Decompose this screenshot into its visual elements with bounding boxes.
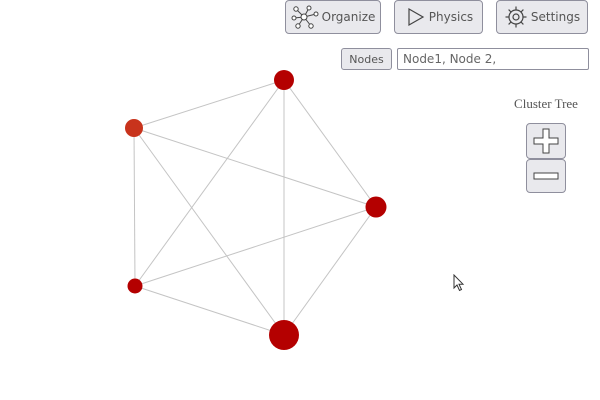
graph-edge (133, 127, 377, 208)
cluster-tree-title: Cluster Tree (514, 96, 578, 111)
graph-edges (133, 79, 377, 336)
nodes-search-input[interactable] (397, 48, 589, 70)
graph-edge (134, 206, 377, 287)
graph-edge (134, 79, 285, 287)
zoom-out-button[interactable] (526, 159, 566, 193)
network-icon (291, 5, 319, 29)
graph-node[interactable] (127, 278, 143, 294)
physics-button[interactable]: Physics (394, 0, 483, 34)
mouse-cursor-icon (453, 274, 465, 292)
plus-icon (533, 128, 559, 154)
graph-edge (283, 206, 377, 336)
graph-node[interactable] (269, 320, 299, 350)
play-icon (408, 7, 425, 27)
gear-icon (505, 6, 527, 28)
organize-label: Organize (321, 10, 376, 24)
settings-button[interactable]: Settings (496, 0, 588, 34)
organize-button[interactable]: Organize (285, 0, 381, 34)
graph-node[interactable] (274, 70, 294, 90)
graph-edge (133, 127, 136, 287)
physics-label: Physics (428, 10, 474, 24)
minus-icon (533, 172, 559, 180)
graph-edge (133, 127, 285, 336)
zoom-in-button[interactable] (526, 123, 566, 159)
graph-edge (134, 285, 285, 336)
graph-node[interactable] (125, 119, 143, 137)
settings-label: Settings (530, 10, 581, 24)
graph-node[interactable] (365, 196, 387, 218)
nodes-button[interactable]: Nodes (341, 48, 392, 70)
graph-edge (133, 79, 285, 129)
graph-edge (283, 79, 377, 208)
graph-nodes (125, 70, 387, 350)
